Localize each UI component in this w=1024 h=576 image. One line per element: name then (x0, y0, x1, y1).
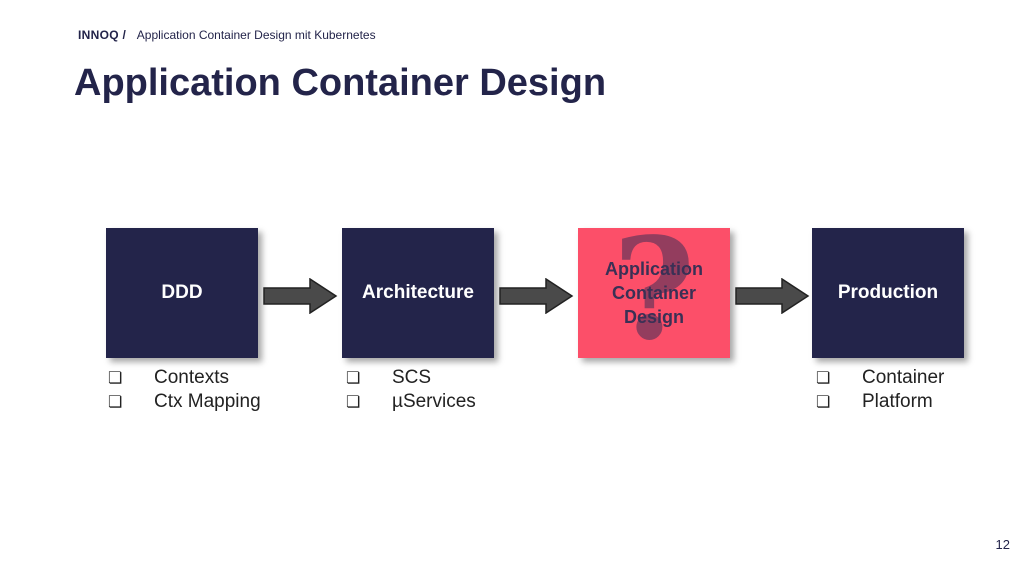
box-production: Production (812, 228, 964, 358)
page-number: 12 (995, 537, 1010, 552)
box-architecture-label: Architecture (362, 282, 474, 303)
box-architecture: Architecture (342, 228, 494, 358)
box-application-container-design-label: Application Container Design (605, 259, 703, 327)
checkbox-icon: ❏ (346, 370, 361, 387)
architecture-list: ❏SCS ❏µServices (346, 366, 476, 414)
presentation-subtitle: Application Container Design mit Kuberne… (136, 28, 376, 42)
arrow-right-icon (735, 278, 810, 314)
list-item: ❏µServices (346, 391, 476, 412)
list-item: ❏Contexts (108, 367, 229, 388)
production-list: ❏Container ❏Platform (816, 366, 944, 414)
checkbox-icon: ❏ (108, 370, 123, 387)
box-ddd: DDD (106, 228, 258, 358)
checkbox-icon: ❏ (816, 370, 831, 387)
list-item: ❏Container (816, 367, 945, 388)
ddd-list: ❏Contexts ❏Ctx Mapping (108, 366, 261, 414)
arrow-right-icon (263, 278, 338, 314)
box-application-container-design: ? Application Container Design (578, 228, 730, 358)
slide-title: Application Container Design (74, 62, 607, 104)
brand-logo: INNOQ / (78, 28, 127, 42)
box-ddd-label: DDD (161, 282, 203, 303)
arrow-right-icon (499, 278, 574, 314)
list-item: ❏SCS (346, 367, 432, 388)
list-item: ❏Platform (816, 391, 933, 412)
checkbox-icon: ❏ (108, 394, 123, 411)
checkbox-icon: ❏ (816, 394, 831, 411)
checkbox-icon: ❏ (346, 394, 361, 411)
list-item: ❏Ctx Mapping (108, 391, 261, 412)
breadcrumb: INNOQ / Application Container Design mit… (78, 28, 376, 42)
box-production-label: Production (837, 282, 939, 303)
question-mark-icon: ? (612, 228, 696, 358)
